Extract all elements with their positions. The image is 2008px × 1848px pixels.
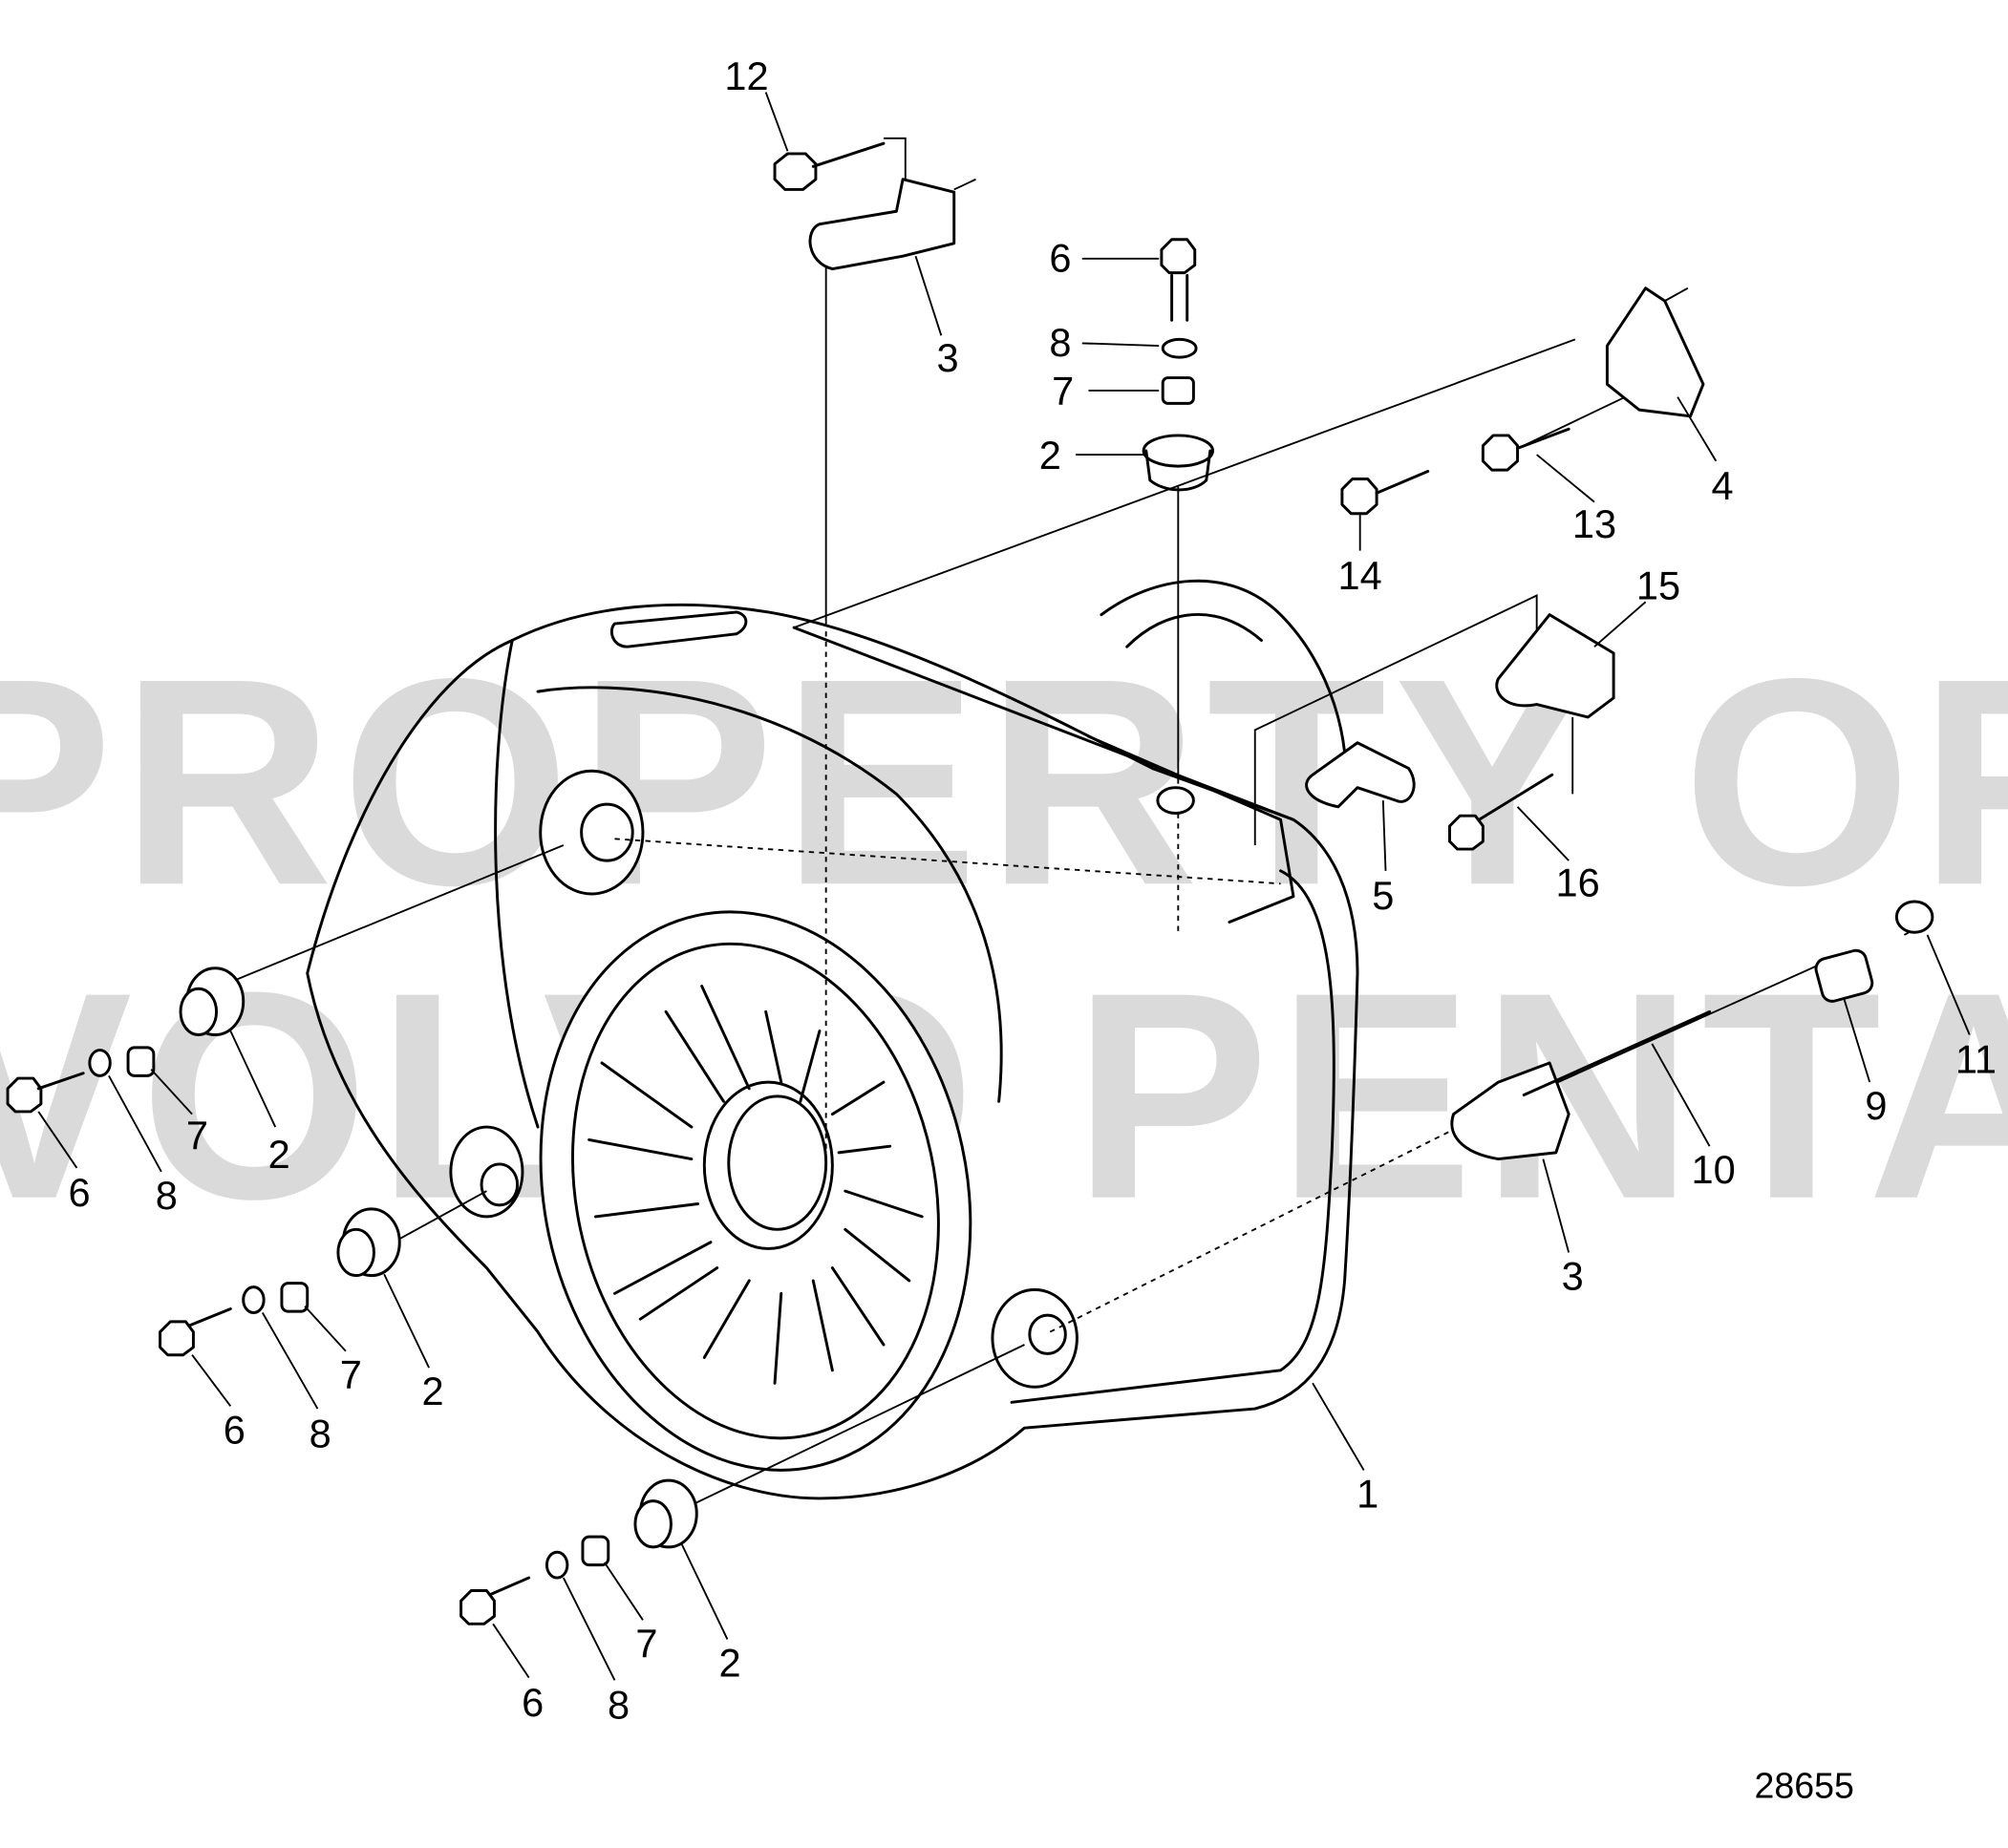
callout-7b: 7: [186, 1113, 208, 1158]
callout-9: 9: [1865, 1083, 1887, 1128]
watermark-line-1: PROPERTY OF: [0, 618, 2008, 946]
callout-11: 11: [1955, 1037, 1997, 1082]
callout-8: 8: [1049, 320, 1071, 365]
callout-8c: 8: [310, 1411, 331, 1455]
flywheel-housing-cover: [306, 579, 1359, 1500]
callout-1: 1: [1356, 1471, 1378, 1516]
callout-3b: 3: [1562, 1253, 1584, 1298]
callout-15: 15: [1636, 563, 1680, 608]
callout-6d: 6: [522, 1680, 544, 1725]
callout-14: 14: [1338, 553, 1382, 598]
watermark-line-2: VOLVO PENTA: [0, 932, 2008, 1261]
callout-2c: 2: [422, 1369, 444, 1413]
callout-2: 2: [1039, 433, 1061, 478]
callout-2b: 2: [268, 1132, 290, 1177]
callout-6c: 6: [224, 1407, 246, 1452]
grille-slots: [587, 985, 924, 1385]
callout-4: 4: [1712, 463, 1734, 508]
callout-3: 3: [936, 335, 958, 380]
hardware-parts: [6, 141, 1934, 1625]
callout-8d: 8: [608, 1683, 630, 1728]
drawing-reference-number: 28655: [1755, 1766, 1854, 1806]
callout-12: 12: [724, 53, 768, 98]
watermark: PROPERTY OF VOLVO PENTA: [0, 618, 2008, 1261]
callout-leaders: [37, 92, 1971, 1681]
callout-5: 5: [1372, 873, 1394, 918]
callout-7d: 7: [635, 1621, 657, 1666]
callout-labels: 12 3 6 8 7 2 4 13 14 15 5 16 11 9 10 3 1…: [69, 53, 1997, 1728]
callout-2d: 2: [719, 1640, 741, 1685]
callout-16: 16: [1555, 860, 1599, 905]
callout-13: 13: [1572, 501, 1616, 546]
callout-10: 10: [1692, 1147, 1736, 1192]
callout-7: 7: [1052, 369, 1074, 414]
callout-7c: 7: [340, 1352, 362, 1397]
callout-8b: 8: [156, 1173, 178, 1218]
callout-6b: 6: [69, 1170, 91, 1215]
callout-6: 6: [1049, 235, 1071, 280]
